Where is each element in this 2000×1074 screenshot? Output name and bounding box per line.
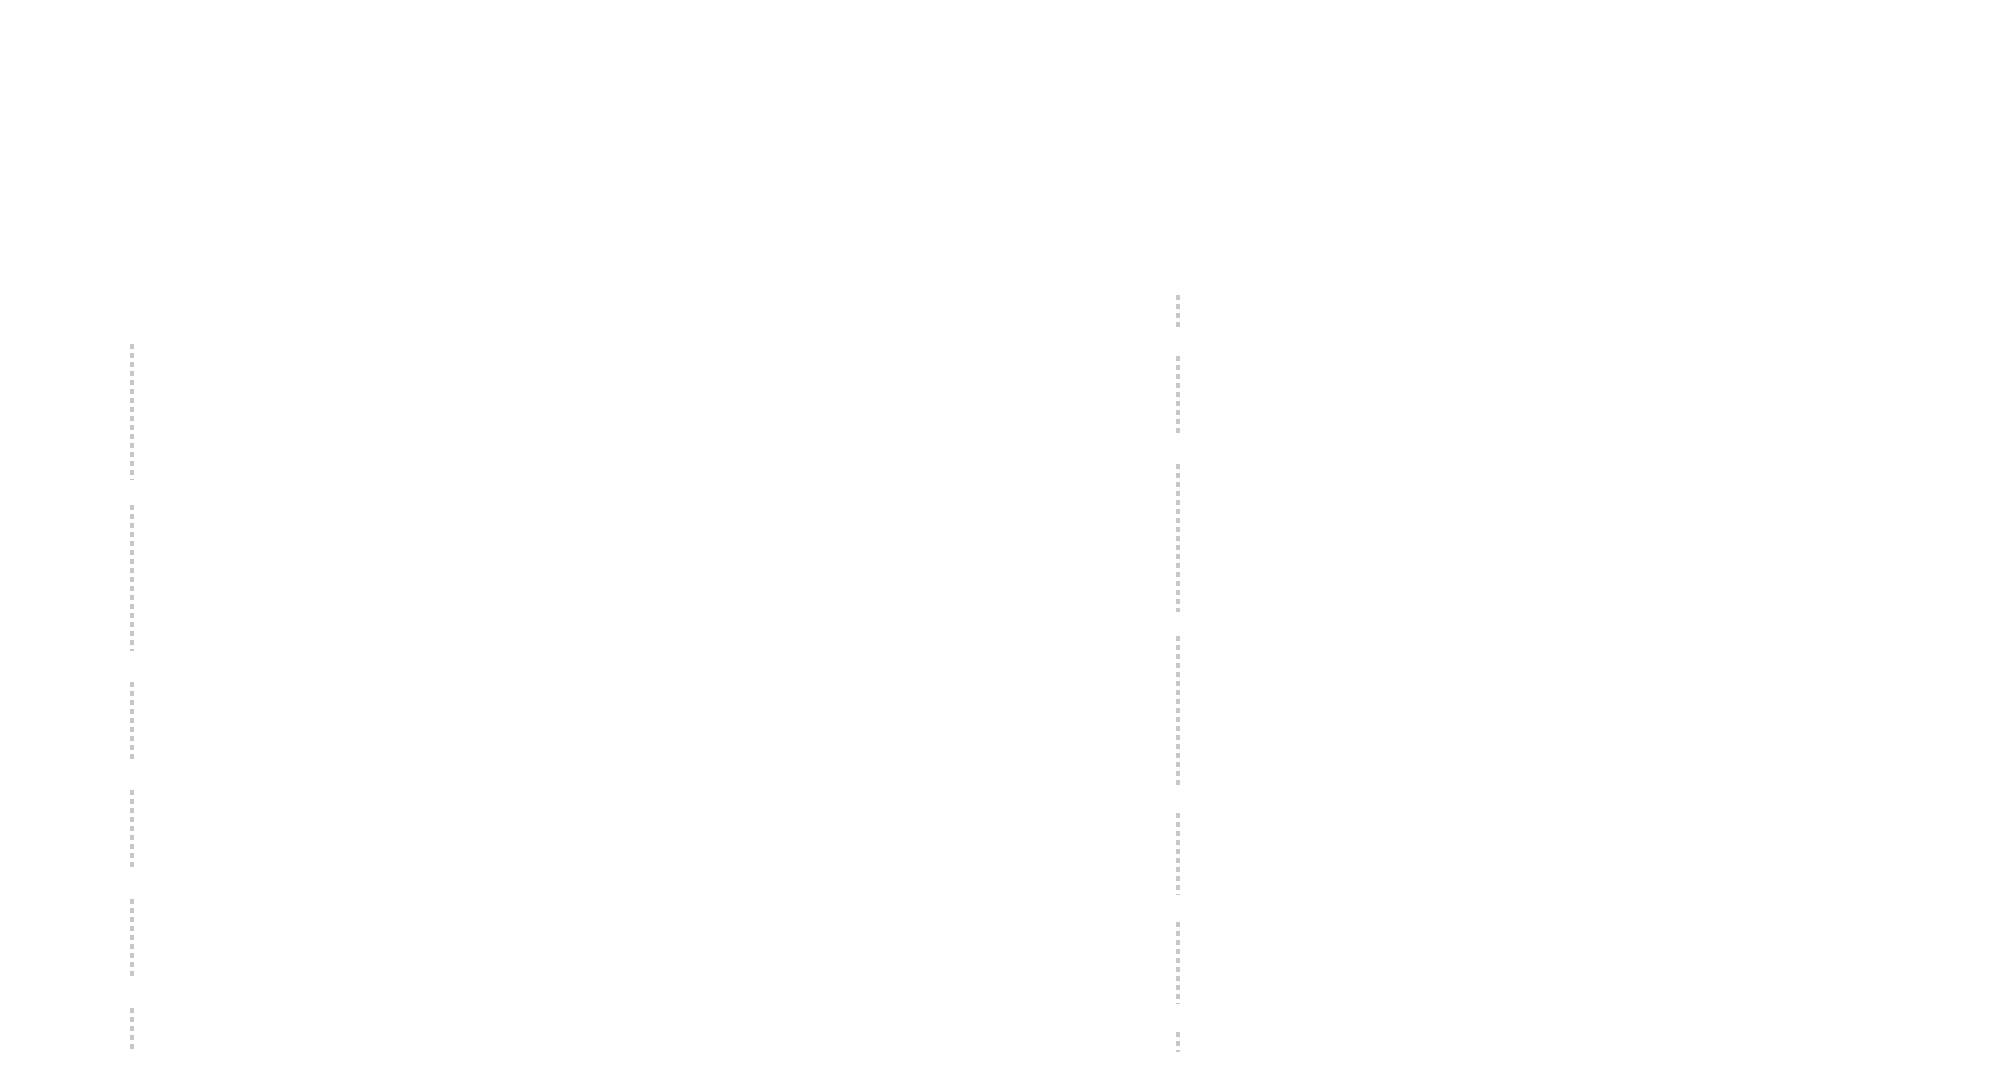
dashed-segment [130, 344, 134, 480]
dashed-segment [130, 682, 134, 762]
dashed-segment [130, 505, 134, 651]
dashed-segment [1176, 464, 1180, 612]
dashed-segment [1176, 922, 1180, 1004]
dashed-segment [1176, 295, 1180, 327]
dashed-segment [130, 1008, 134, 1052]
dashed-segment [130, 899, 134, 979]
dashed-segment [1176, 1032, 1180, 1052]
dashed-segment [1176, 356, 1180, 436]
dashed-segment [1176, 813, 1180, 895]
dashed-segment [130, 790, 134, 870]
dashed-segment [1176, 636, 1180, 786]
